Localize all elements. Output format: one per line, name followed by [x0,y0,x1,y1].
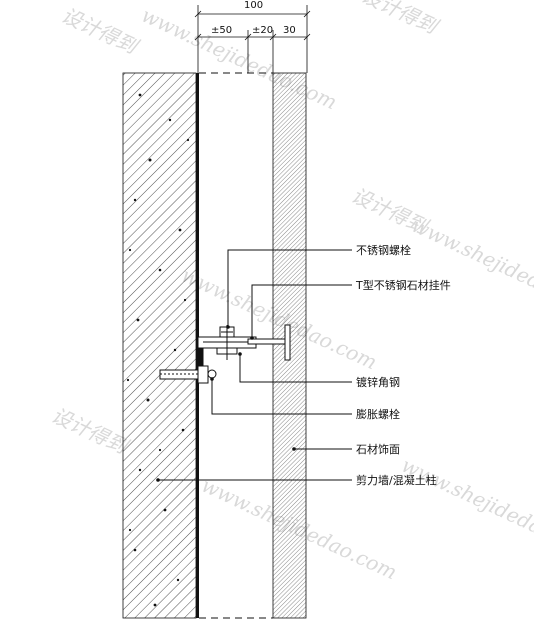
label-t-hanger: T型不锈钢石材挂件 [355,278,451,292]
watermark-cn: 设计得到 [58,3,143,60]
dim-total: 100 [244,0,263,11]
anchor-assembly [159,324,291,384]
aggregate-dots [126,93,190,607]
label-stainless-bolt: 不锈钢螺栓 [356,243,411,257]
cavity-boundaries [199,72,273,619]
label-shear-wall: 剪力墙/混凝土柱 [356,473,437,487]
watermark-url: www.shejidedao.com [408,213,534,325]
dim-stone: 30 [283,25,296,36]
watermark-url: www.shejidedao.com [398,453,534,565]
label-expansion-bolt: 膨胀螺栓 [356,407,400,421]
leader-dots [156,325,296,482]
watermark-cn: 设计得到 [358,0,443,40]
leader-lines [158,249,352,481]
label-stone-facing: 石材饰面 [356,442,400,456]
label-galvanized-angle: 镀锌角钢 [356,375,400,389]
dim-gap: ±50 [211,25,232,36]
dimension-lines [194,5,311,73]
watermark-cn: 设计得到 [48,403,133,460]
shear-wall [122,72,199,619]
dim-tolerance: ±20 [252,25,273,36]
